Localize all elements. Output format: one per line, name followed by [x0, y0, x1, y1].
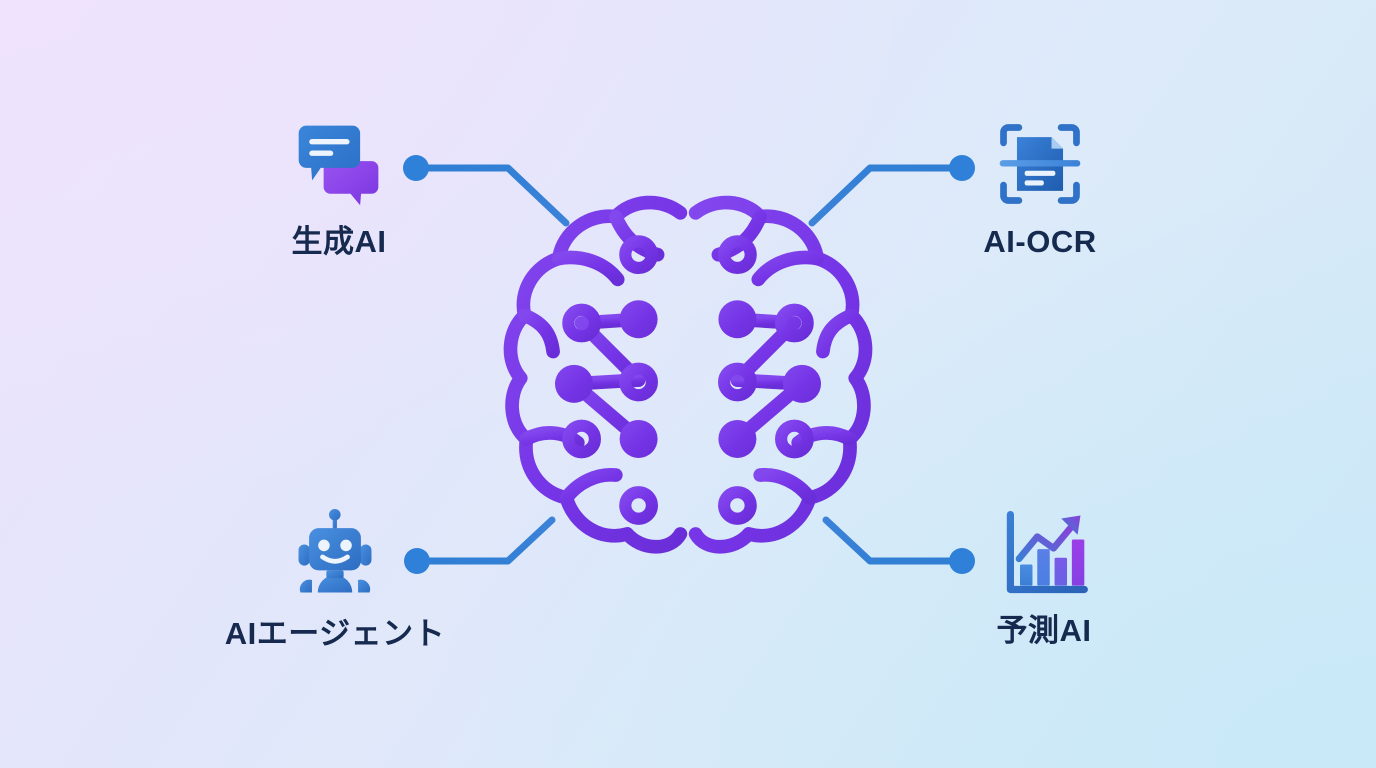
node-label-generative-ai: 生成AI — [291, 224, 387, 259]
chat-bubbles-icon — [298, 125, 379, 206]
node-label-ai-ocr: AI-OCR — [983, 224, 1097, 259]
robot-icon — [298, 508, 372, 593]
document-scan-icon — [999, 124, 1081, 204]
node-generative-ai[interactable]: 生成AI — [224, 116, 454, 257]
node-ai-ocr[interactable]: AI-OCR — [925, 116, 1155, 257]
node-label-ai-agent: AIエージェント — [224, 616, 446, 651]
node-ai-agent[interactable]: AIエージェント — [220, 508, 450, 649]
node-label-predictive-ai: 予測AI — [996, 613, 1092, 648]
brain-circuit-icon — [498, 186, 878, 576]
node-predictive-ai[interactable]: 予測AI — [929, 505, 1159, 646]
growth-chart-icon — [1006, 511, 1088, 594]
